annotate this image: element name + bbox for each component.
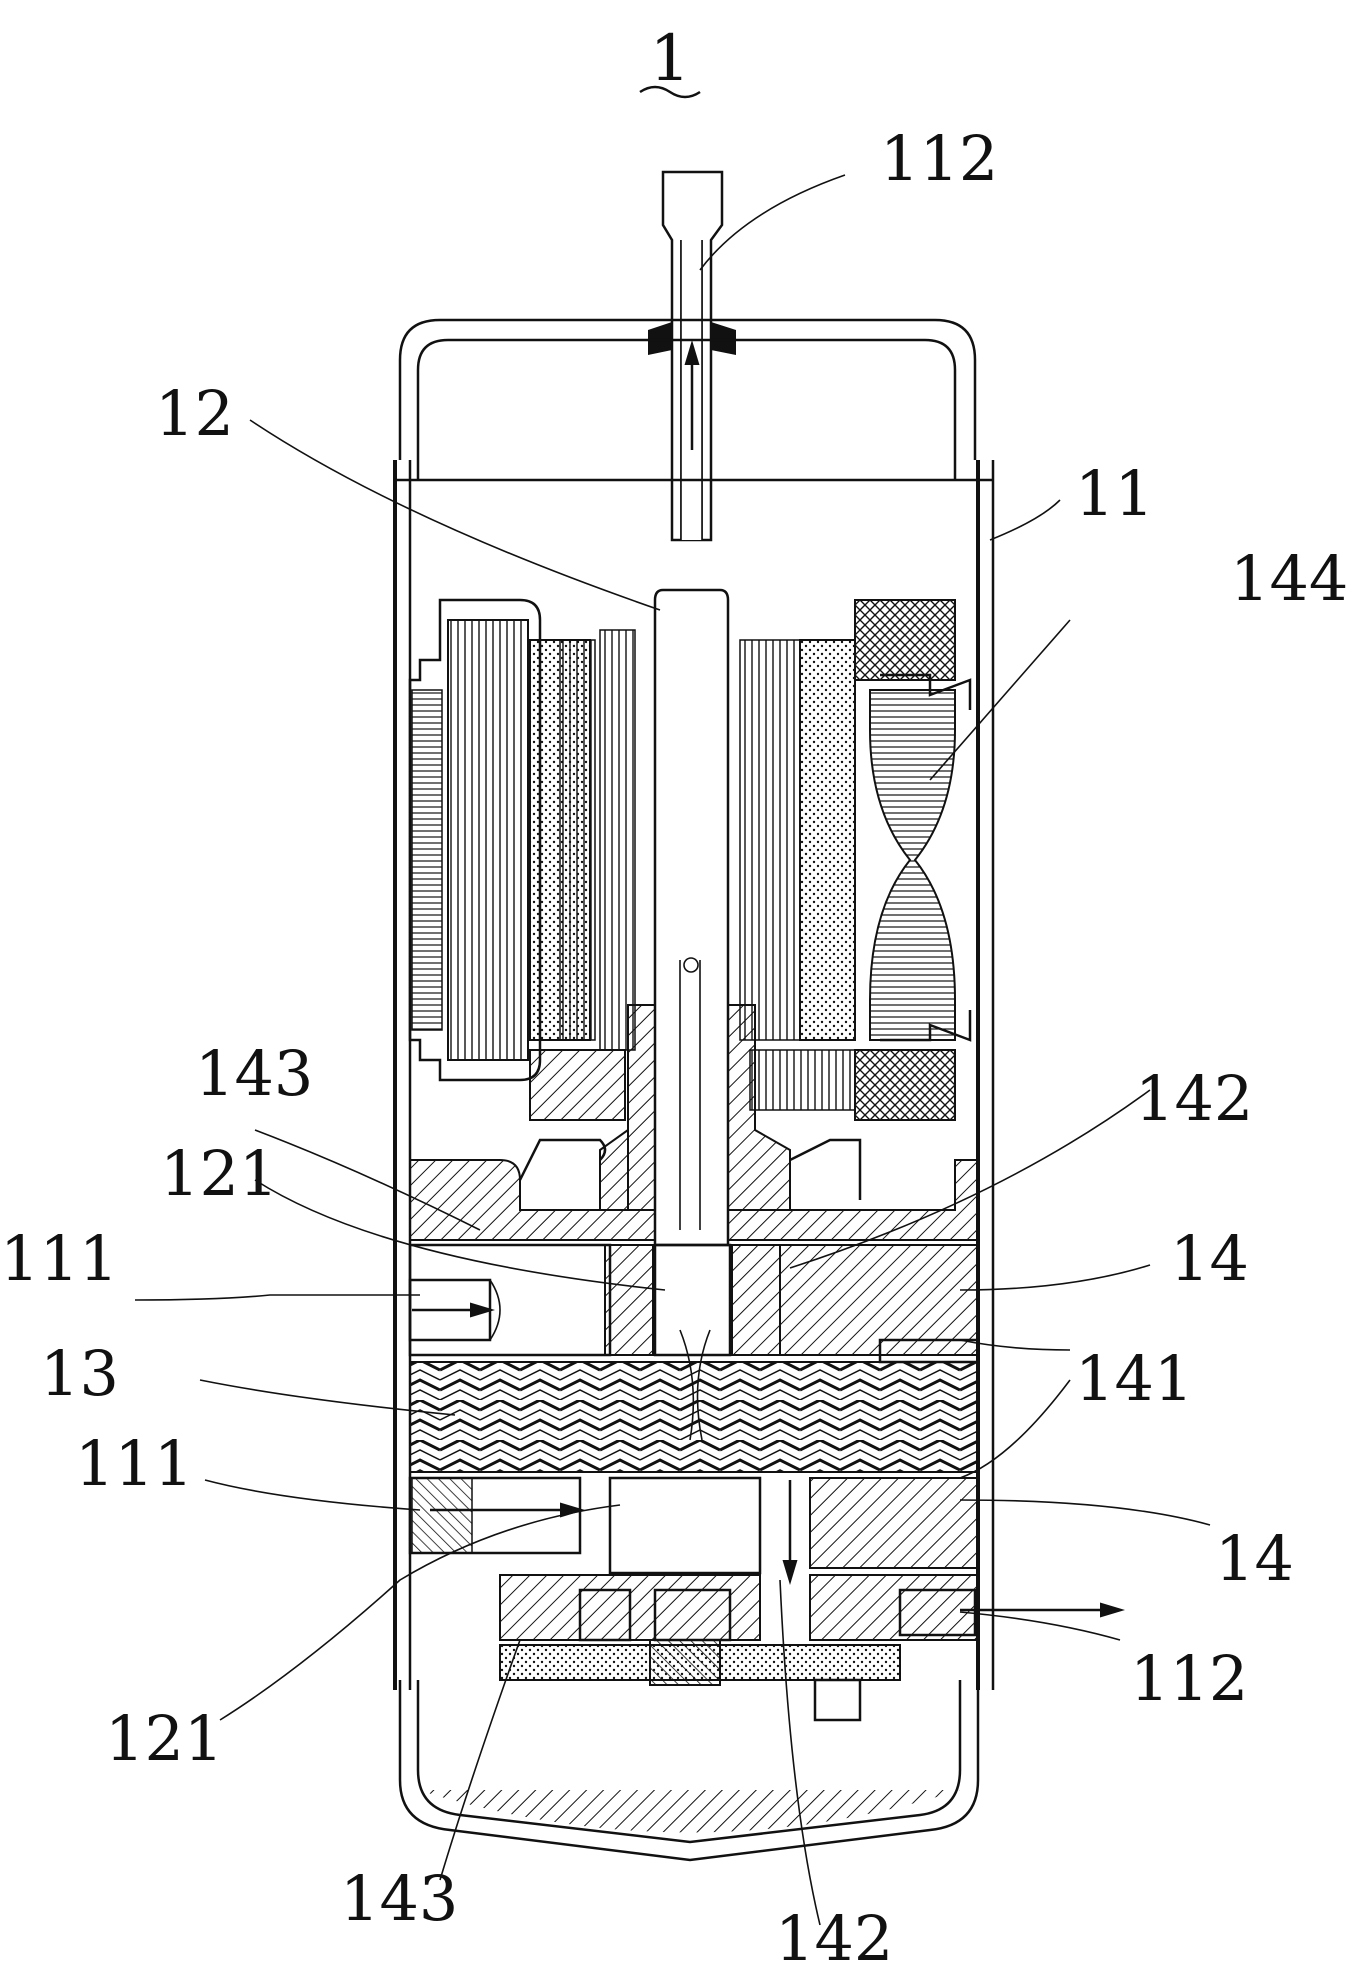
lower-cylinder [408,1476,979,1585]
label-111-lower: 111 [75,1427,193,1500]
label-14-upper: 14 [1170,1222,1249,1295]
callout-labels: 112 12 11 144 143 142 121 111 14 13 141 … [0,122,1348,1963]
lower-bearing [499,1574,1125,1642]
label-14-lower: 14 [1215,1522,1294,1595]
title-label: 1 [650,22,691,96]
label-144: 144 [1230,542,1348,615]
outlet-pipe-top [648,170,736,542]
leader-lines [134,174,1211,1926]
label-143-upper: 143 [195,1037,313,1110]
label-13: 13 [40,1337,119,1410]
partition [409,1361,979,1473]
label-121-upper: 121 [160,1137,278,1210]
top-cap-inner [416,338,957,480]
rotor-left [529,629,636,1121]
label-141: 141 [1075,1342,1193,1415]
figure-title: 1 [639,22,701,99]
top-cap [398,318,977,460]
bottom-cap [398,1680,980,1862]
bolt [813,1678,862,1722]
upper-bearing [409,1004,979,1241]
upper-cylinder [408,1243,980,1364]
shaft-end [649,1639,721,1686]
label-121-lower: 121 [105,1702,223,1775]
label-142-lower: 142 [775,1902,893,1963]
label-11: 11 [1075,457,1154,530]
housing [393,460,995,1690]
label-112-top: 112 [880,122,998,195]
label-143-lower: 143 [340,1862,458,1935]
label-12: 12 [155,377,234,450]
label-112-bottom: 112 [1130,1642,1248,1715]
label-142-upper: 142 [1135,1062,1253,1135]
rotor-right [739,639,856,1111]
label-111-upper: 111 [0,1222,118,1295]
stator-left [408,598,542,1082]
title-tilde [639,85,701,99]
shaft [653,588,730,1441]
stator-coil-right [854,599,972,1121]
